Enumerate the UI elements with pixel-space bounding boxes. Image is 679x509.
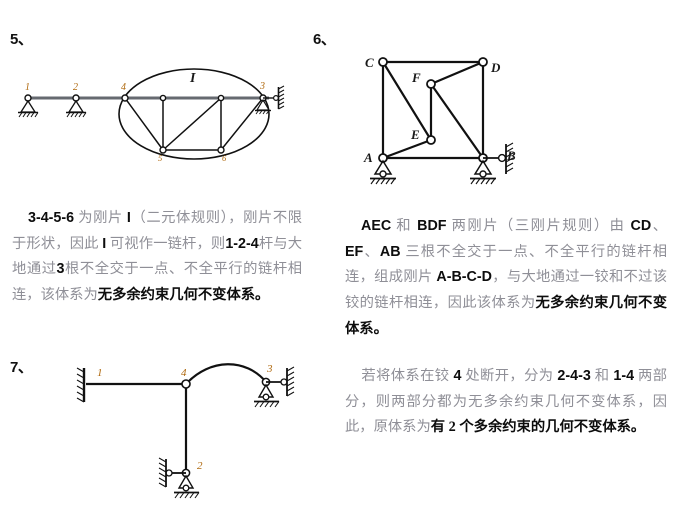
support-node-1-fixed (76, 367, 86, 403)
p6-aec: AEC (361, 218, 392, 235)
p5-t4: 杆与大地通过 (12, 235, 303, 278)
paragraph-5: 3-4-5-6 为刚片 I（二元体规则），刚片不限于形状，因此 I 可视作一链杆… (12, 206, 302, 308)
p6-t6: ，与大地通过一铰和不过该铰的链杆相连，因此该体系为 (345, 269, 668, 312)
frame-joints (378, 57, 488, 163)
p7-part-2: 1-4 (613, 368, 635, 385)
figure5-label-6: 6 (222, 153, 227, 163)
p6-conclusion: 无多余约束几何不变体系。 (345, 295, 668, 337)
section-number-5: 5、 (10, 31, 33, 48)
support-B-base (470, 159, 496, 185)
support-A (370, 159, 396, 185)
p6-ef: EF (345, 243, 364, 260)
p5-t5: 根不全交于一点、不全平行的链杆相连，该体系为 (12, 261, 303, 304)
p7-t3: 和 (590, 368, 614, 385)
rigid-region-ellipse (118, 68, 270, 160)
section-number-6: 6、 (313, 31, 336, 48)
p5-lead: 3-4-5-6 (28, 210, 75, 227)
joint-node-4 (181, 379, 191, 389)
p7-t2: 处断开，分为 (461, 368, 558, 385)
figure7-label-1: 1 (97, 367, 103, 379)
figure5-label-4: 4 (121, 82, 126, 93)
p5-t2: （二元体规则），刚片不限于形状，因此 (12, 210, 302, 252)
p7-t1: 若将体系在铰 (361, 368, 454, 385)
figure5-label-1: 1 (25, 82, 30, 93)
p5-t1: 为刚片 (74, 210, 127, 227)
frame-members (381, 60, 485, 160)
figure-5-truss-beam: 1 2 4 3 5 6 I (8, 42, 308, 177)
figure6-label-B: B (506, 148, 516, 163)
support-node-2 (66, 99, 87, 118)
p6-cd: CD (630, 218, 652, 235)
p6-t4: 、 (363, 243, 380, 260)
p6-t2: 两刚片（三刚片规则）由 (446, 218, 631, 235)
p7-conclusion: 有 2 个多余约束的几何不变体系。 (430, 419, 646, 436)
p5-three: 3 (56, 261, 65, 278)
figure6-label-F: F (411, 70, 421, 85)
paragraph-6: AEC 和 BDF 两刚片（三刚片规则）由 CD、EF、AB 三根不全交于一点、… (345, 214, 667, 342)
figure5-label-3: 3 (259, 81, 265, 92)
p6-t3: 、 (651, 218, 668, 235)
figure6-label-E: E (410, 127, 420, 142)
p5-conclusion: 无多余约束几何不变体系。 (97, 287, 270, 304)
support-node-2 (158, 457, 200, 499)
figure7-label-3: 3 (266, 363, 273, 375)
figure6-label-A: A (363, 150, 373, 165)
p6-t5: 三根不全交于一点、不全平行的链杆相连，组成刚片 (345, 243, 668, 286)
figure5-label-2: 2 (73, 82, 78, 93)
p5-rigid-1: I (126, 210, 131, 227)
figure6-label-D: D (490, 60, 501, 75)
figure7-label-2: 2 (197, 460, 203, 472)
arch-4-3 (185, 363, 267, 385)
support-node-1 (18, 99, 39, 118)
figure-6-frame: C D F E A B (355, 48, 545, 193)
paragraph-7: 若将体系在铰 4 处断开，分为 2-4-3 和 1-4 两部分，则两部分都为无多… (345, 364, 667, 441)
p6-abcd: A-B-C-D (436, 269, 492, 286)
figure-7-arch-frame: 1 4 3 2 (70, 356, 320, 506)
figure7-label-4: 4 (181, 367, 187, 379)
truss-members (124, 97, 264, 151)
p5-t3: 可视作一链杆，则 (106, 235, 226, 252)
p5-rigid-2: I (102, 235, 107, 252)
figure5-region-label-I: I (189, 71, 196, 86)
section-number-7: 7、 (10, 359, 33, 376)
p6-t1: 和 (391, 218, 418, 235)
figure5-label-5: 5 (158, 153, 162, 163)
p6-ab: AB (379, 243, 401, 260)
p7-t4: 两部分，则两部分都为无多余约束几何不变体系，因此，原体系为 (345, 368, 668, 436)
p5-bar-124: 1-2-4 (225, 235, 259, 252)
p6-bdf: BDF (417, 218, 447, 235)
p7-hinge: 4 (453, 368, 462, 385)
support-node-3 (255, 85, 285, 115)
p7-part-1: 2-4-3 (557, 368, 591, 385)
truss-joints (24, 94, 267, 154)
support-node-3 (254, 366, 295, 408)
support-B-link (483, 142, 514, 174)
figure6-label-C: C (365, 55, 374, 70)
